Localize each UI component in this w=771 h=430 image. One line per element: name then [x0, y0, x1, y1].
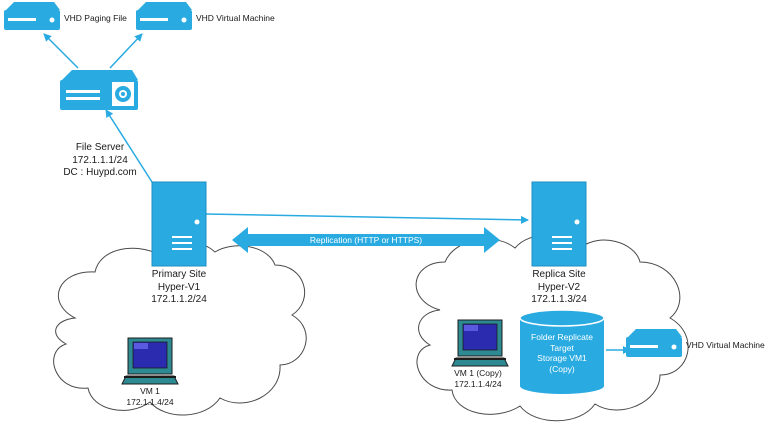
replica-vhd-label: VHD Virtual Machine	[686, 340, 765, 350]
hyper-v2-server-icon	[531, 181, 587, 267]
vhd-paging-file-icon	[4, 2, 60, 30]
replica-site-ip: 172.1.1.3/24	[531, 294, 587, 305]
arrow-to-file-server	[105, 109, 153, 183]
file-server-name: File Server	[75, 142, 125, 153]
replica-site-label: Replica Site Hyper-V2 172.1.1.3/24	[531, 269, 587, 307]
replica-site-name: Replica Site	[532, 269, 586, 280]
vhd-virtual-machine-label: VHD Virtual Machine	[196, 13, 275, 23]
replication-arrow	[232, 227, 500, 253]
primary-site-name: Primary Site	[151, 269, 207, 280]
vm1-name: VM 1	[140, 386, 160, 396]
vhd-paging-file-label: VHD Paging File	[64, 13, 127, 23]
arrow-to-paging-file	[43, 33, 79, 69]
vm1-copy-computer-icon	[451, 319, 509, 367]
storage-line-4: (Copy)	[549, 363, 575, 374]
storage-line-1: Folder Replicate	[531, 332, 593, 342]
vhd-virtual-machine-icon	[136, 2, 192, 30]
primary-site-label: Primary Site Hyper-V1 172.1.1.2/24	[151, 269, 207, 307]
file-server-ip: 172.1.1.1/24	[72, 154, 128, 166]
primary-site-cloud	[53, 241, 307, 416]
replica-vhd-icon	[626, 329, 682, 357]
primary-site-ip: 172.1.1.2/24	[151, 294, 207, 305]
primary-site-host: Hyper-V1	[157, 281, 201, 293]
file-server-icon	[60, 70, 138, 110]
vm1-ip: 172.1.1.4/24	[126, 396, 174, 407]
storage-line-2: Target	[550, 342, 574, 353]
replication-label: Replication (HTTP or HTTPS)	[309, 235, 423, 245]
vm1-copy-name: VM 1 (Copy)	[454, 368, 502, 378]
hyper-v1-server-icon	[151, 181, 207, 267]
connection-line	[205, 213, 529, 224]
vm1-computer-icon	[121, 337, 179, 385]
vm1-copy-ip: 172.1.1.4/24	[454, 378, 502, 389]
storage-label: Folder Replicate Target Storage VM1 (Cop…	[531, 332, 593, 375]
file-server-domain: DC : Huypd.com	[63, 167, 137, 178]
vm1-copy-label: VM 1 (Copy) 172.1.1.4/24	[454, 368, 502, 389]
vm1-label: VM 1 172.1.1.4/24	[126, 386, 173, 407]
arrow-to-vhd-vm	[109, 33, 143, 69]
storage-cylinder-icon	[519, 309, 605, 394]
replica-site-host: Hyper-V2	[537, 281, 581, 293]
storage-line-3: Storage VM1	[537, 353, 587, 364]
file-server-label: File Server 172.1.1.1/24 DC : Huypd.com	[63, 142, 136, 180]
